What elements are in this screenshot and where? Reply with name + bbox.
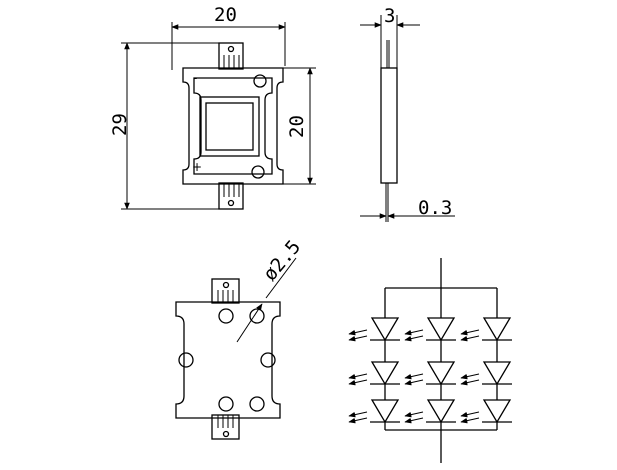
bottom-hole	[249, 396, 265, 412]
positive-mark: +	[192, 160, 202, 174]
emission-arrow	[404, 417, 424, 424]
emission-arrow	[460, 329, 480, 336]
emission-arrow	[460, 379, 480, 386]
emission-arrow	[348, 417, 368, 424]
dim-top-width: 20	[214, 4, 237, 26]
emission-arrow	[460, 335, 480, 342]
dim-lead-thickness: 0.3	[418, 197, 452, 219]
mounting-hole	[251, 165, 265, 179]
led-diode	[482, 399, 512, 424]
led-diode	[482, 361, 512, 386]
emission-arrow	[348, 373, 368, 380]
emission-arrow	[404, 335, 424, 342]
bottom-hole	[260, 352, 276, 368]
bottom-hole	[218, 308, 234, 324]
emission-arrow	[348, 329, 368, 336]
led-diode	[370, 399, 400, 424]
mounting-hole	[253, 74, 267, 88]
bottom-view: ø2.5	[175, 236, 305, 440]
bottom-lead-hole	[227, 199, 235, 207]
led-array-schematic	[348, 258, 512, 463]
side-view: 3 0.3	[360, 5, 455, 222]
emission-arrow	[460, 411, 480, 418]
emission-arrow	[348, 411, 368, 418]
emission-arrow	[404, 373, 424, 380]
top-lead-hole	[227, 45, 235, 53]
emission-arrow	[460, 373, 480, 380]
bottom-hole	[178, 352, 194, 368]
top-view: - + 20 29 20	[109, 4, 316, 210]
dim-left-height: 29	[109, 113, 131, 136]
led-diode	[426, 317, 456, 342]
bottom-package-outline	[175, 301, 281, 419]
dim-right-height: 20	[286, 115, 308, 138]
led-diode	[370, 317, 400, 342]
led-diode	[482, 317, 512, 342]
side-body	[380, 67, 398, 184]
dim-side-thickness: 3	[384, 5, 395, 27]
led-diode	[426, 399, 456, 424]
emission-arrow	[404, 411, 424, 418]
emission-arrow	[460, 417, 480, 424]
dim-hole-diameter: ø2.5	[259, 236, 305, 285]
negative-mark: -	[193, 71, 197, 85]
led-diode	[426, 361, 456, 386]
emission-arrow	[404, 379, 424, 386]
led-chip	[199, 96, 260, 157]
bottom-hole	[218, 396, 234, 412]
emission-arrow	[404, 329, 424, 336]
emission-arrow	[348, 379, 368, 386]
emission-arrow	[348, 335, 368, 342]
led-diode	[370, 361, 400, 386]
